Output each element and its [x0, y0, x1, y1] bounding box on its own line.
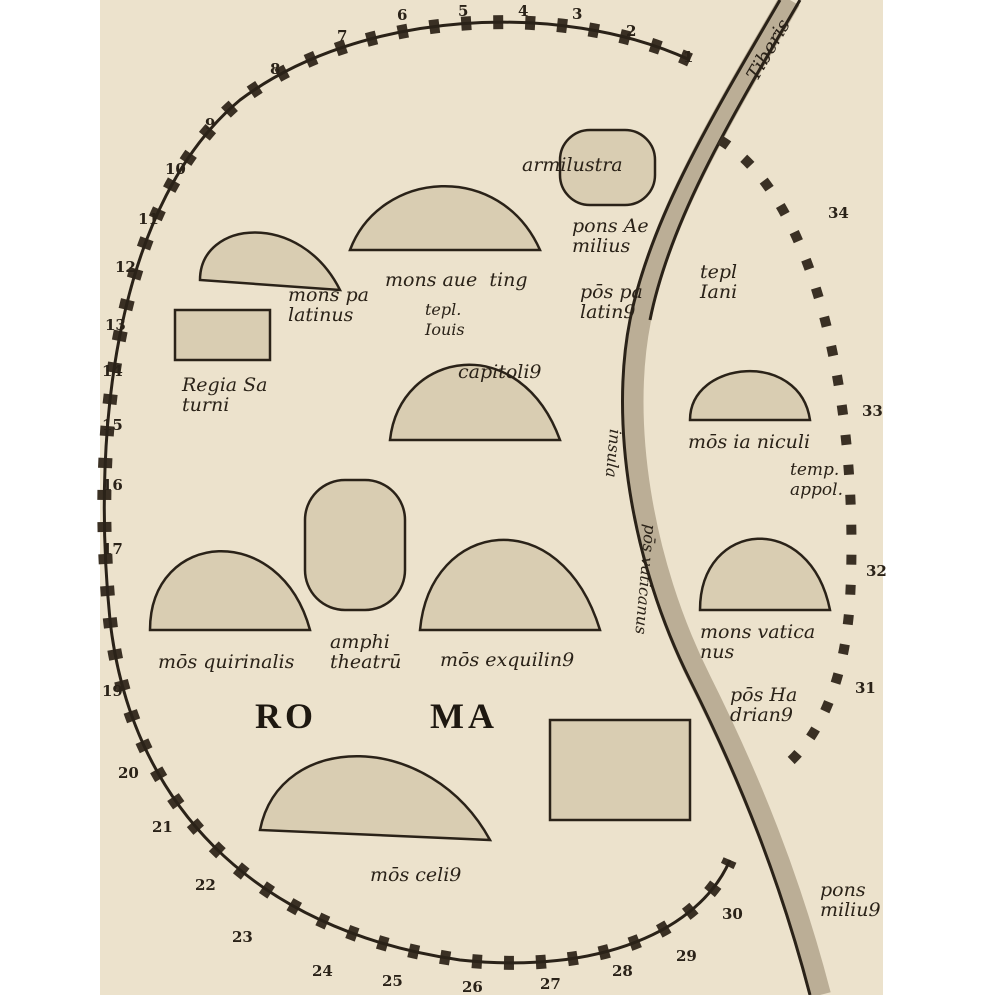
gate-number: 7: [337, 27, 348, 45]
gate-number: 1: [683, 48, 694, 66]
amphitheatre: [303, 478, 407, 612]
gate-number: 27: [540, 975, 561, 993]
label-pons-palatinus: pōs pa latin9: [580, 281, 643, 323]
gate-number: 25: [382, 972, 403, 990]
title-roma-left: RO: [255, 696, 317, 736]
gate-number: 11: [138, 210, 159, 228]
hill-capitol: [388, 363, 562, 442]
gate-number: 31: [855, 679, 876, 697]
label-pons-hadrianus: pōs Ha drian9: [730, 684, 798, 726]
gate-number: 20: [118, 764, 139, 782]
gate-number: 5: [458, 2, 469, 20]
hill-vatican: [698, 537, 832, 612]
label-mons-vaticanus: mons vatica nus: [700, 621, 816, 663]
label-mons-quirinalis: mōs quirinalis: [158, 651, 295, 673]
title-roma-right: MA: [430, 696, 498, 736]
label-pons-aemilius: pons Ae milius: [572, 215, 649, 257]
gate-number: 8: [270, 60, 281, 78]
gate-number: 12: [115, 258, 136, 276]
armilustrium: [558, 128, 657, 207]
label-mons-aventinus: mons aue ting: [385, 269, 528, 291]
gate-number: 10: [165, 160, 186, 178]
label-templ-apollinis: temp. appol.: [790, 460, 843, 500]
gate-number: 30: [722, 905, 743, 923]
gate-number: 33: [862, 402, 883, 420]
paper-background: [100, 0, 883, 995]
gate-number: 28: [612, 962, 633, 980]
hill-aventine: [348, 185, 542, 252]
label-armilustra: armilustra: [522, 154, 623, 176]
label-mons-esquilinus: mōs exquilin9: [440, 649, 575, 671]
building: [548, 718, 692, 822]
hill-janiculum: [688, 370, 812, 422]
hill-caelian: [258, 755, 493, 842]
gate-number: 6: [397, 6, 408, 24]
gate-number: 14: [102, 362, 123, 380]
label-pons-milvius: pons miliu9: [820, 879, 881, 921]
regia-building: [173, 308, 272, 362]
hill-esquiline: [418, 538, 602, 632]
hill-palatine: [198, 231, 343, 292]
gate-number: 13: [105, 316, 126, 334]
hill-quirinal: [148, 550, 312, 632]
gate-number: 23: [232, 928, 253, 946]
gate-number: 17: [102, 540, 123, 558]
tiber-river: [621, 0, 831, 995]
gate-number: 9: [205, 115, 216, 133]
gate-number: 29: [676, 947, 697, 965]
label-mons-caelius: mōs celi9: [370, 864, 462, 886]
label-regia-saturni: Regia Sa turni: [182, 374, 268, 416]
gate-number: 32: [866, 562, 887, 580]
gate-number: 16: [102, 476, 123, 494]
gate-number: 34: [828, 204, 849, 222]
gate-number: 22: [195, 876, 216, 894]
gate-number: 21: [152, 818, 173, 836]
label-mons-ianiculus: mōs ia niculi: [688, 431, 811, 453]
label-insula: insula: [601, 428, 625, 479]
gate-number: 24: [312, 962, 333, 980]
label-templ-iovis: tepl. Iouis: [425, 300, 465, 339]
gate-number: 2: [626, 22, 637, 40]
gate-number: 15: [102, 416, 123, 434]
label-mons-palatinus: mons pa latinus: [288, 284, 369, 326]
gate-number: 4: [518, 2, 529, 20]
gate-number: 19: [102, 682, 123, 700]
label-amphitheatrum: amphi theatrū: [330, 631, 402, 673]
label-capitolium: capitoli9: [458, 361, 542, 383]
gate-number: 26: [462, 978, 483, 995]
gate-number: 3: [572, 5, 583, 23]
label-templ-iani: tepl Iani: [700, 261, 738, 303]
trastevere-wall: [717, 135, 857, 774]
